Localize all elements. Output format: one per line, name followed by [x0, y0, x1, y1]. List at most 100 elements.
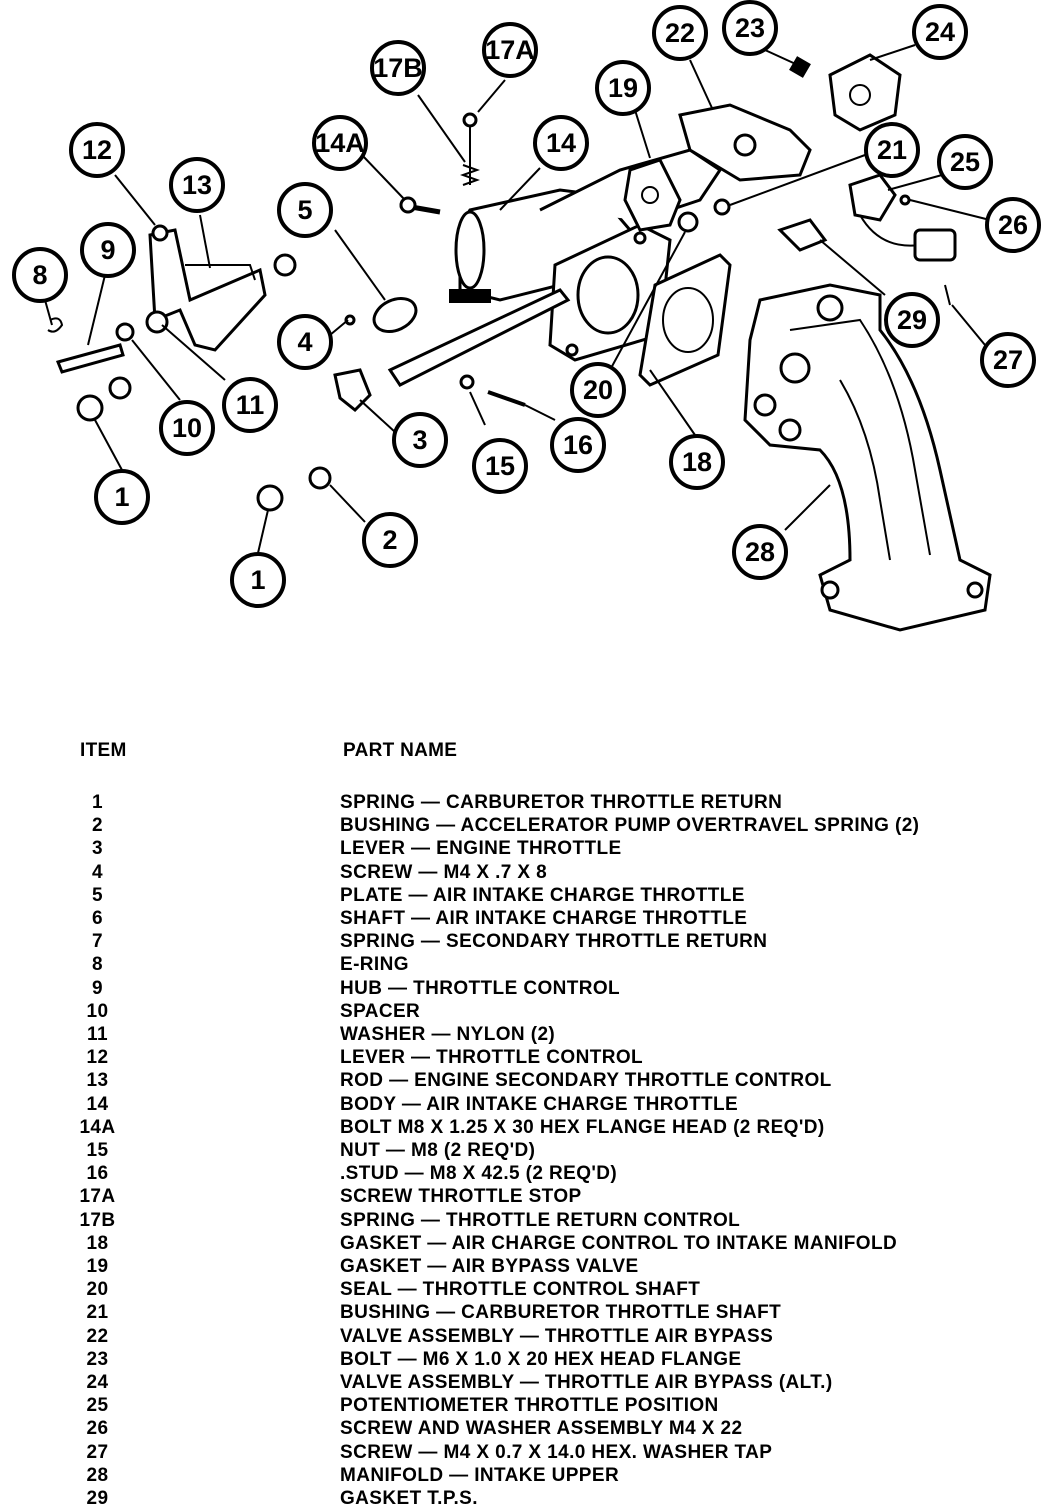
callout-label: 25: [950, 147, 980, 177]
item-number: 14A: [79, 1116, 116, 1138]
part-name: BOLT M8 X 1.25 X 30 HEX FLANGE HEAD (2 R…: [340, 1116, 825, 1138]
item-number: 14: [86, 1093, 109, 1115]
table-row: 6 SHAFT — AIR INTAKE CHARGE THROTTLE: [0, 908, 1056, 931]
callout-label: 17B: [373, 53, 423, 83]
callout-label: 1: [114, 482, 129, 512]
item-number: 5: [92, 884, 103, 906]
callout-label: 20: [583, 375, 613, 405]
item-number: 10: [86, 1000, 109, 1022]
callout-label: 19: [608, 73, 638, 103]
part-name: SCREW — M4 X 0.7 X 14.0 HEX. WASHER TAP: [340, 1441, 773, 1463]
callout-label: 23: [735, 13, 765, 43]
callout-16: 16: [550, 417, 606, 473]
table-row: 3 LEVER — ENGINE THROTTLE: [0, 838, 1056, 861]
table-row: 22 VALVE ASSEMBLY — THROTTLE AIR BYPASS: [0, 1326, 1056, 1349]
item-number: 1: [92, 792, 103, 813]
item-number: 22: [86, 1325, 109, 1347]
callout-label: 26: [998, 210, 1028, 240]
callout-label: 28: [745, 537, 775, 567]
item-number: 20: [86, 1279, 109, 1301]
callout-18: 18: [669, 434, 725, 490]
callout-label: 8: [32, 260, 47, 290]
item-number: 3: [92, 838, 103, 860]
part-name: SCREW AND WASHER ASSEMBLY M4 X 22: [340, 1418, 743, 1440]
part-name: WASHER — NYLON (2): [340, 1024, 556, 1045]
part-name: ROD — ENGINE SECONDARY THROTTLE CONTROL: [340, 1070, 832, 1092]
item-number: 27: [86, 1441, 109, 1463]
callout-label: 14: [546, 128, 576, 158]
callout-12: 12: [69, 122, 125, 178]
callout-13: 13: [169, 157, 225, 213]
callout-label: 10: [172, 413, 202, 443]
callout-26: 26: [985, 197, 1041, 253]
callout-3: 3: [392, 412, 448, 468]
callout-label: 1: [250, 565, 265, 595]
item-number: 12: [86, 1047, 109, 1069]
item-number: 6: [92, 908, 103, 929]
callout-label: 14A: [315, 128, 365, 158]
callout-label: 21: [877, 135, 907, 165]
item-number: 2: [92, 815, 103, 837]
callout-label: 27: [993, 345, 1023, 375]
callout-9: 9: [80, 222, 136, 278]
callout-14a: 14A: [312, 115, 368, 171]
callout-21: 21: [864, 122, 920, 178]
table-row: 20 SEAL — THROTTLE CONTROL SHAFT: [0, 1279, 1056, 1302]
item-number: 17B: [79, 1209, 116, 1231]
callout-label: 16: [563, 430, 593, 460]
part-name: POTENTIOMETER THROTTLE POSITION: [340, 1395, 719, 1417]
callout-1a: 1: [94, 469, 150, 525]
callout-label: 29: [897, 305, 927, 335]
callout-22: 22: [652, 5, 708, 61]
item-number: 23: [86, 1348, 109, 1370]
table-row: 25 POTENTIOMETER THROTTLE POSITION: [0, 1395, 1056, 1418]
item-column-header: ITEM: [80, 740, 127, 761]
part-name: LEVER — ENGINE THROTTLE: [340, 838, 622, 860]
part-name: VALVE ASSEMBLY — THROTTLE AIR BYPASS: [340, 1325, 774, 1347]
item-number: 29: [86, 1488, 109, 1509]
callout-14: 14: [533, 115, 589, 171]
exploded-parts-diagram: 1 1 2 3 4 5 8 9 10 11 12 13 14 14A 15 16…: [12, 0, 1041, 632]
fasteners-drawing: [399, 112, 951, 407]
part-name: .STUD — M8 X 42.5 (2 REQ'D): [340, 1163, 618, 1185]
part-name: SHAFT — AIR INTAKE CHARGE THROTTLE: [340, 908, 748, 929]
part-name: SPRING — SECONDARY THROTTLE RETURN: [340, 931, 768, 953]
callout-label: 9: [100, 235, 115, 265]
callout-label: 13: [182, 170, 212, 200]
table-row: 16.STUD — M8 X 42.5 (2 REQ'D): [0, 1163, 1056, 1186]
part-name-column-header: PART NAME: [343, 740, 458, 761]
part-name: BUSHING — ACCELERATOR PUMP OVERTRAVEL SP…: [340, 815, 920, 837]
part-name: GASKET — AIR CHARGE CONTROL TO INTAKE MA…: [340, 1232, 898, 1254]
callout-19: 19: [595, 60, 651, 116]
callout-17a: 17A: [482, 22, 538, 78]
callout-label: 5: [297, 195, 312, 225]
throttle-lever-linkage-drawing: [47, 224, 297, 422]
part-name: MANIFOLD — INTAKE UPPER: [340, 1464, 620, 1486]
item-number: 15: [86, 1140, 109, 1161]
part-name: SEAL — THROTTLE CONTROL SHAFT: [340, 1279, 701, 1301]
callout-27: 27: [980, 332, 1036, 388]
part-name: GASKET — AIR BYPASS VALVE: [340, 1256, 639, 1277]
item-number: 8: [92, 954, 103, 976]
part-name: SCREW THROTTLE STOP: [340, 1186, 582, 1208]
part-name: BOLT — M6 X 1.0 X 20 HEX HEAD FLANGE: [340, 1348, 742, 1370]
callout-17b: 17B: [370, 40, 426, 96]
table-row: 17B SPRING — THROTTLE RETURN CONTROL: [0, 1210, 1056, 1233]
callout-25: 25: [937, 134, 993, 190]
callout-24: 24: [912, 4, 968, 60]
part-name: SCREW — M4 X .7 X 8: [340, 861, 548, 883]
item-number: 25: [86, 1395, 109, 1417]
callout-8: 8: [12, 247, 68, 303]
table-row: 27 SCREW — M4 X 0.7 X 14.0 HEX. WASHER TA…: [0, 1442, 1056, 1465]
part-name: SPRING — THROTTLE RETURN CONTROL: [340, 1209, 741, 1231]
